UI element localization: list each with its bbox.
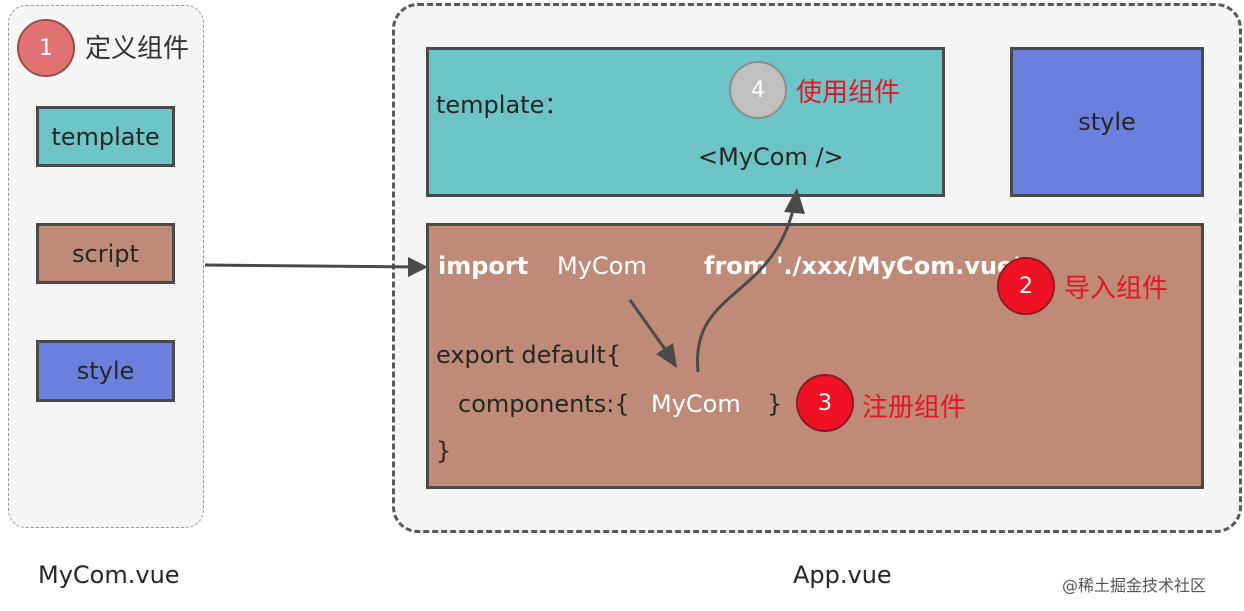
arrow-import-to-register-head [656, 343, 677, 368]
step-3-number: 3 [818, 390, 832, 416]
step-3-label: 注册组件 [862, 393, 967, 423]
mycom-style-label: style [76, 357, 135, 385]
app-style-label: style [1078, 108, 1136, 136]
app-vue-filename: App.vue [793, 561, 892, 589]
step-4-number: 4 [751, 77, 765, 103]
registered-component-name: MyCom [651, 390, 741, 418]
step-4-badge: 4 [729, 61, 787, 119]
step-2-number: 2 [1019, 273, 1033, 299]
components-line: components:{ [458, 390, 630, 418]
step-1-label: 定义组件 [85, 34, 190, 64]
app-template-block [426, 47, 945, 197]
step-3-badge: 3 [796, 374, 854, 432]
mycom-vue-filename: MyCom.vue [38, 561, 180, 589]
arrow-script-to-import [204, 263, 421, 269]
mycom-template-label: template [51, 122, 160, 151]
step-1-badge: 1 [17, 19, 75, 77]
step-2-badge: 2 [997, 257, 1055, 315]
step-4-label: 使用组件 [796, 78, 901, 108]
step-1-number: 1 [39, 35, 53, 61]
import-keyword: import [438, 252, 529, 280]
import-component-name: MyCom [557, 252, 647, 280]
watermark: @稀土掘金技术社区 [1062, 576, 1207, 595]
components-close-brace: } [767, 390, 783, 418]
mycom-style-block: style [36, 340, 175, 402]
mycom-template-block: template [36, 106, 175, 167]
app-template-label: template： [436, 91, 569, 119]
app-script-block [426, 223, 1204, 489]
arrow-register-to-usage [695, 209, 795, 373]
step-2-label: 导入组件 [1064, 274, 1169, 304]
import-from-path: from './xxx/MyCom.vue' [704, 252, 1021, 280]
arrow-register-to-usage-head [784, 188, 805, 214]
arrow-import-to-register [628, 299, 669, 353]
app-style-block: style [1010, 47, 1204, 197]
mycom-script-label: script [72, 239, 139, 268]
mycom-usage-tag: <MyCom /> [698, 143, 844, 171]
export-close-brace: } [436, 437, 452, 465]
export-default-line: export default{ [436, 341, 622, 369]
arrow-script-to-import-head [408, 257, 428, 277]
mycom-script-block: script [36, 223, 175, 284]
